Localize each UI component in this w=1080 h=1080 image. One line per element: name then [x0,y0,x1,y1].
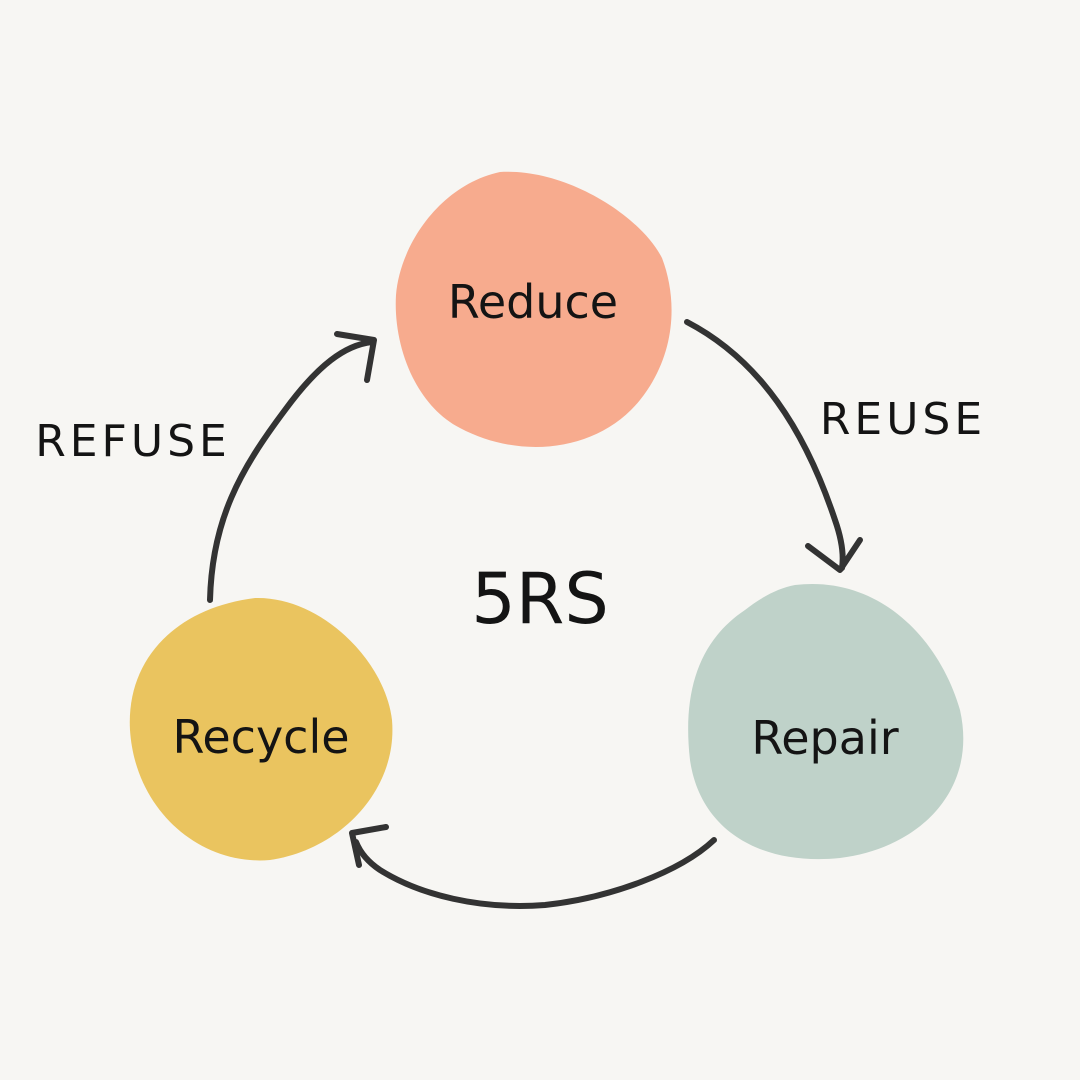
arrow-repair-to-recycle [353,837,717,909]
arrowhead-reduce-to-repair [805,537,863,573]
node-repair-blob [688,583,964,860]
node-repair-label: Repair [751,711,898,765]
node-reduce: Reduce [395,171,672,447]
center-title: 5RS [471,558,609,640]
edge-label-refuse: REFUSE [35,416,231,467]
node-recycle-label: Recycle [172,710,349,764]
node-reduce-label: Reduce [448,275,618,329]
arrowhead-recycle-to-reduce [334,331,377,383]
edge-recycle-to-reduce: REFUSE [35,331,377,603]
arrowhead-repair-to-recycle [349,824,389,868]
arrow-recycle-to-reduce [207,339,375,603]
node-reduce-blob [395,171,672,447]
edge-reduce-to-repair: REUSE [684,319,986,573]
node-recycle-blob [129,597,393,861]
edge-repair-to-recycle [349,824,717,909]
arrow-reduce-to-repair [684,319,846,571]
node-recycle: Recycle [129,597,393,861]
node-repair: Repair [688,583,964,860]
edge-label-reuse: REUSE [820,394,986,445]
